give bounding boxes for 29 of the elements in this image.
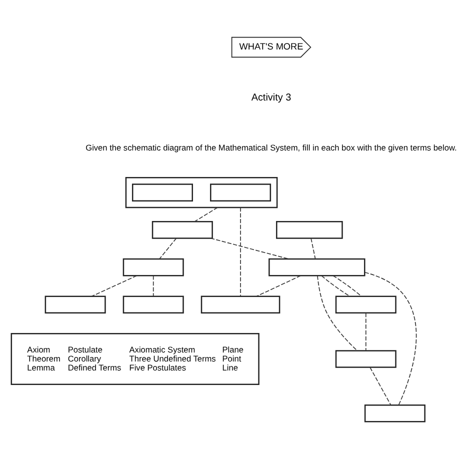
connector (321, 275, 350, 297)
node-box (200, 296, 280, 314)
node-box (276, 220, 343, 239)
connector (91, 275, 138, 297)
node-box (364, 404, 426, 422)
node-box (335, 350, 396, 368)
node-box (210, 184, 272, 202)
label: Activity 3 (251, 92, 292, 104)
connector (365, 312, 366, 352)
node-box (122, 296, 184, 314)
connector (256, 275, 302, 297)
cluster (125, 176, 278, 208)
connector (370, 366, 392, 406)
node-box (122, 258, 184, 276)
node-box (132, 184, 193, 202)
connector (159, 238, 177, 260)
connector (310, 238, 316, 260)
connector (240, 207, 241, 297)
node-box (335, 296, 396, 314)
connector (152, 275, 154, 297)
connector (364, 272, 417, 406)
node-box (44, 296, 106, 314)
label: Given the schematic diagram of the Mathematical System, fill in each box with the given terms below. (86, 142, 457, 153)
connector (332, 275, 362, 297)
connector (317, 275, 358, 351)
node-box (268, 258, 366, 276)
node-box: Axiom Theorem Lemma Postulate Corollary Defined Terms Axiomatic System Three Undefined Terms Five Postulates Plane Point Line (10, 333, 260, 385)
node-box (152, 220, 213, 239)
connector (210, 238, 290, 260)
